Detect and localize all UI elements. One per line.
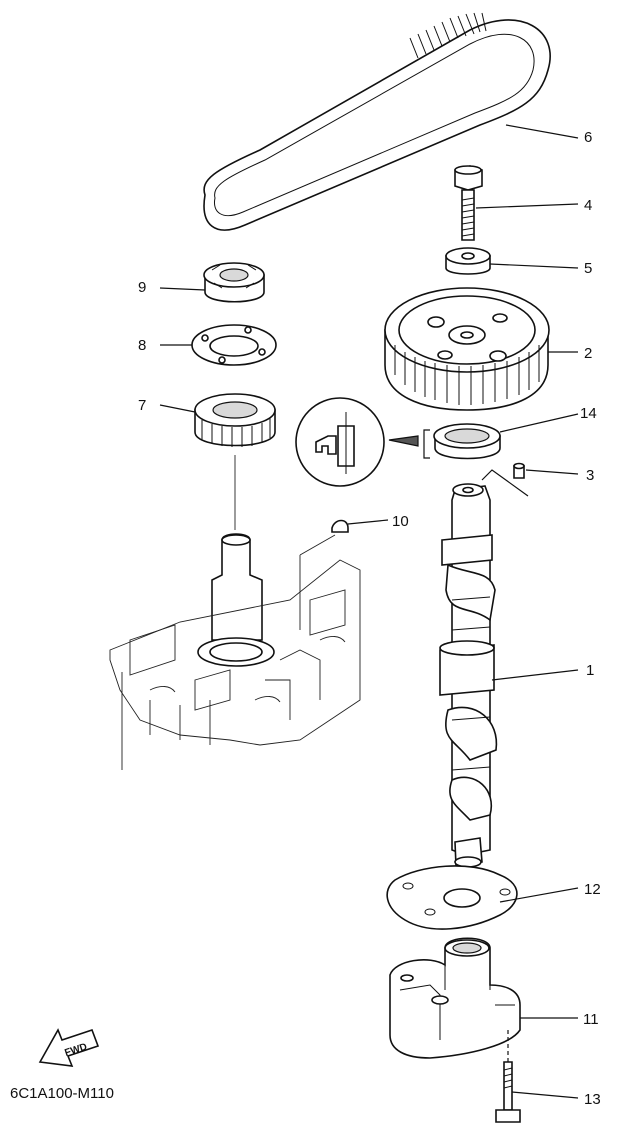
pulley-plate: [191, 324, 277, 366]
oil-seal: [423, 423, 501, 460]
callout-13: 13: [584, 1091, 601, 1108]
detail-view-seal-installation: [295, 397, 419, 487]
cylinder-block-outline: [109, 455, 361, 770]
callout-4: 4: [584, 197, 592, 214]
oil-pump-assembly: [389, 937, 521, 1059]
callout-9: 9: [138, 279, 146, 296]
callout-7: 7: [138, 397, 146, 414]
callout-11: 11: [583, 1011, 599, 1028]
camshaft: [439, 483, 498, 868]
callout-5: 5: [584, 260, 592, 277]
callout-leaders: [159, 124, 579, 1099]
drive-pulley: [194, 393, 276, 447]
callout-12: 12: [584, 881, 601, 898]
callout-14: 14: [580, 405, 597, 422]
pump-bolt: [495, 1030, 521, 1123]
callout-3: 3: [586, 467, 594, 484]
callout-2: 2: [584, 345, 592, 362]
woodruff-key: [331, 519, 349, 533]
camshaft-pulley-bolt: [454, 165, 483, 241]
pump-gasket: [386, 865, 518, 930]
callout-1: 1: [586, 662, 594, 679]
drawing-code: 6C1A100-M110: [10, 1085, 114, 1102]
washer: [445, 247, 491, 275]
timing-belt: [203, 12, 551, 231]
camshaft-pulley: [384, 287, 550, 411]
flywheel-nut: [203, 262, 265, 303]
dowel-pin: [481, 462, 529, 497]
callout-6: 6: [584, 129, 592, 146]
callout-8: 8: [138, 337, 146, 354]
callout-10: 10: [392, 513, 409, 530]
forward-direction-arrow: FWD: [38, 1028, 100, 1067]
